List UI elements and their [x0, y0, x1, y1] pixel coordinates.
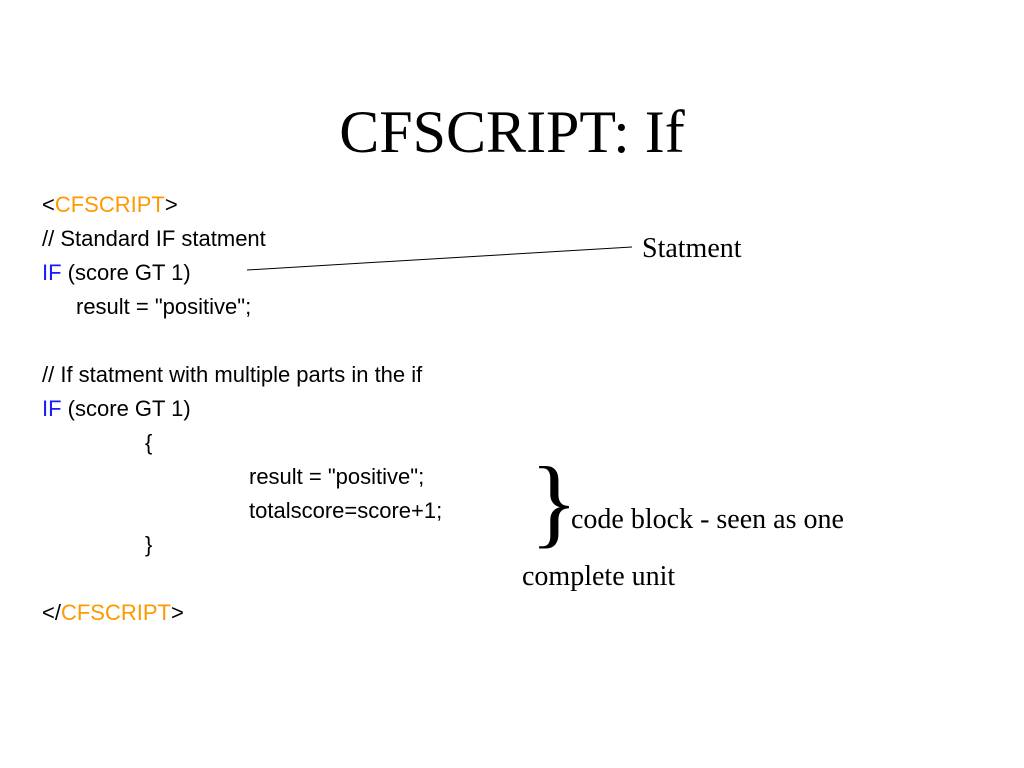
- cfscript-open-tag: <CFSCRIPT>: [42, 191, 178, 219]
- close-tag-bracket-open: </: [42, 600, 61, 625]
- cfscript-close-tag: </CFSCRIPT>: [42, 599, 184, 627]
- if-keyword-1: IF: [42, 260, 62, 285]
- comment-multi-part-if: // If statment with multiple parts in th…: [42, 362, 423, 387]
- if-condition-1: (score GT 1): [61, 260, 191, 285]
- tag-name-close: CFSCRIPT: [60, 600, 171, 625]
- assign-line-1: result = "positive";: [76, 294, 252, 319]
- code-block-label-line1: code block - seen as one: [571, 504, 844, 535]
- slide-title: CFSCRIPT: If: [339, 99, 685, 165]
- comment-standard-if: // Standard IF statment: [42, 226, 266, 251]
- code-block-label-line2: complete unit: [522, 561, 676, 592]
- code-block-brace: }: [530, 446, 578, 557]
- statement-label: Statment: [642, 233, 742, 264]
- code-brace-close: }: [145, 532, 153, 557]
- assign-line-3: totalscore=score+1;: [249, 498, 443, 523]
- if-line-1: IF (score GT 1): [42, 259, 191, 287]
- tag-name-open: CFSCRIPT: [54, 192, 165, 217]
- statement-pointer-line: [246, 246, 633, 271]
- if-condition-2: (score GT 1): [61, 396, 191, 421]
- tag-bracket-close: >: [164, 192, 178, 217]
- close-tag-bracket-close: >: [170, 600, 184, 625]
- tag-bracket-open: <: [42, 192, 55, 217]
- if-keyword-2: IF: [42, 396, 62, 421]
- if-line-2: IF (score GT 1): [42, 395, 191, 423]
- code-brace-open: {: [145, 430, 153, 455]
- assign-line-2: result = "positive";: [249, 464, 425, 489]
